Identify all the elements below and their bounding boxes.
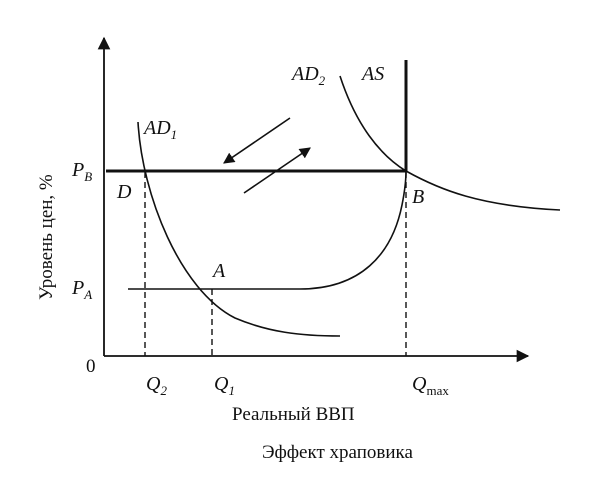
pb-label: PB	[71, 159, 92, 184]
ad1-label: AD1	[142, 117, 177, 142]
pa-label: PA	[71, 277, 92, 302]
ad2-curve	[339, 75, 561, 211]
ad1-curve	[137, 121, 341, 337]
as-label: AS	[360, 63, 384, 85]
y-axis-label: Уровень цен, %	[36, 174, 57, 300]
diagram-caption: Эффект храповика	[262, 442, 413, 463]
q2-label: Q2	[146, 373, 167, 398]
qmax-label: Qmax	[412, 373, 449, 398]
point-d-label: D	[116, 181, 132, 203]
origin-label: 0	[86, 356, 96, 377]
arrow-up-left	[223, 117, 291, 164]
ad2-label: AD2	[290, 63, 326, 88]
arrow-up-right	[243, 147, 311, 194]
point-a-label: A	[211, 260, 226, 282]
as-curve	[212, 170, 407, 290]
q1-label: Q1	[214, 373, 235, 398]
point-b-label: B	[412, 186, 424, 208]
x-axis-label: Реальный ВВП	[232, 404, 355, 425]
